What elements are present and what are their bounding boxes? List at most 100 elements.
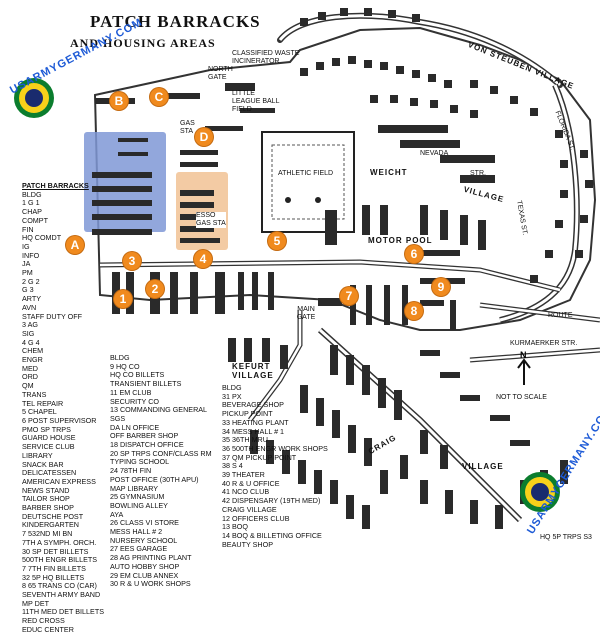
legend-item: CHEM: [22, 346, 44, 356]
legend-item: IG: [22, 241, 30, 251]
legend-item: 1 G 1: [22, 198, 40, 208]
legend-item: 7TH A SYMPH. ORCH.: [22, 537, 97, 547]
legend-item: BARBER SHOP: [22, 503, 74, 513]
legend-item: 8 65 TRANS Co (CAR): [22, 581, 97, 591]
site-badge-bottom: [520, 472, 560, 512]
legend-item: POST OFFICE (30TH APU): [110, 474, 199, 484]
legend-item: TYPING SCHOOL: [110, 457, 170, 467]
marker-d: D: [195, 128, 213, 146]
legend-item: 27 EES GARAGE: [110, 544, 168, 554]
legend-item: PM: [22, 268, 33, 278]
legend-item: 39 THEATER: [222, 470, 265, 480]
legend-item: DEUTSCHE POST: [22, 511, 84, 521]
legend-item: COMPT: [22, 215, 48, 225]
legend-item: 33 HEATING PLANT: [222, 417, 289, 427]
kurmaerker-label: KURMAERKER STR.: [510, 340, 578, 347]
legend-item: 18 DISPATCH OFFICE: [110, 440, 184, 450]
legend-item: G 3: [22, 285, 34, 295]
legend-item: 42 DISPENSARY (19TH MED): [222, 496, 321, 506]
legend-mid-bldg: BLDG: [110, 353, 130, 362]
legend-item: SGS: [110, 413, 126, 423]
little-league-label: LITTLE LEAGUE BALL FIELD: [232, 90, 280, 113]
legend-item: SNACK BAR: [22, 459, 64, 469]
marker-3: 3: [123, 252, 141, 270]
legend-item: FIN: [22, 224, 34, 234]
legend-item: 40 R & U OFFICE: [222, 478, 280, 488]
legend-item: TRANS: [22, 389, 47, 399]
marker-5: 5: [268, 232, 286, 250]
legend-item: RED CROSS: [22, 616, 65, 626]
legend-item: 29 EM CLUB ANNEX: [110, 570, 179, 580]
legend-item: PICKUP POINT: [222, 409, 273, 419]
legend-item: 34 MESS HALL # 1: [222, 426, 285, 436]
legend-item: 26 CLASS VI STORE: [110, 518, 179, 528]
legend-item: HQ Co BILLETS: [110, 370, 165, 380]
legend-item: 14 BOQ & BILLETING OFFICE: [222, 530, 322, 540]
legend-item: 9 HQ Co: [110, 361, 140, 371]
legend-item: KINDERGARTEN: [22, 520, 79, 530]
legend-item: 24 78TH FIN: [110, 466, 152, 476]
legend-item: AYA: [110, 509, 124, 519]
legend-item: INFO: [22, 250, 40, 260]
legend-item: DELICATESSEN: [22, 468, 77, 478]
base-map: N: [84, 8, 600, 529]
marker-6: 6: [405, 245, 423, 263]
legend-item: DA LN OFFICE: [110, 422, 160, 432]
map-subtitle: AND HOUSING AREAS: [70, 36, 216, 50]
legend-item: 31 PX: [222, 391, 242, 401]
legend-item: 30 SP DET BILLETS: [22, 546, 89, 556]
legend-item: 3 AG: [22, 320, 38, 330]
marker-8: 8: [405, 302, 423, 320]
kefurt-label: KEFURT VILLAGE: [232, 362, 274, 380]
legend-item: AUTO HOBBY SHOP: [110, 561, 180, 571]
marker-2: 2: [146, 280, 164, 298]
legend-item: OFF BARBER SHOP: [110, 431, 179, 441]
legend-item: 37 QM PICKUP POINT: [222, 452, 297, 462]
legend-item: MP DET: [22, 598, 50, 608]
legend-item: 5 CHAPEL: [22, 407, 57, 417]
legend-left-bldg: BLDG: [22, 189, 42, 199]
legend-item: GUARD HOUSE: [22, 433, 76, 443]
legend-item: SEVENTH ARMY BAND: [22, 590, 101, 600]
marker-a: A: [66, 236, 84, 254]
legend-item: 20 SP TRPS CONF/CLASS RM: [110, 448, 212, 458]
legend-item: 13 COMMANDING GENERAL: [110, 405, 208, 415]
marker-b: B: [110, 92, 128, 110]
legend-item: 7 532ND MI BN: [22, 529, 73, 539]
marker-7: 7: [340, 287, 358, 305]
legend-item: ENGR: [22, 355, 43, 365]
legend-item: LIBRARY: [22, 450, 53, 460]
legend-item: ORD: [22, 372, 38, 382]
route-label: ROUTE: [548, 312, 573, 319]
north-gate-label: NORTH GATE: [208, 66, 233, 81]
esso-label: ESSO GAS STA: [196, 212, 226, 228]
legend-item: SERVICE CLUB: [22, 442, 75, 452]
legend-item: SIG: [22, 328, 35, 338]
legend-item: 2 G 2: [22, 276, 40, 286]
marker-9: 9: [432, 278, 450, 296]
legend-item: TAILOR SHOP: [22, 494, 70, 504]
legend-item: TRANSIENT BILLETS: [110, 379, 182, 389]
legend-item: TEL REPAIR: [22, 398, 64, 408]
classified-label: CLASSIFIED WASTE INCINERATOR: [232, 50, 300, 65]
hq-label: HQ 5P TRPS S3: [540, 534, 592, 541]
legend-item: 35 36TH MRU: [222, 435, 268, 445]
legend-item: 7 7TH FIN BILLETS: [22, 563, 86, 573]
legend-item: AVN: [22, 302, 37, 312]
str-label: STR.: [470, 170, 486, 177]
legend-item: 32 5P HQ BILLETS: [22, 572, 85, 582]
legend-item: CRAIG VILLAGE: [222, 504, 277, 514]
not-to-scale-label: NOT TO SCALE: [496, 394, 547, 401]
marker-4: 4: [194, 250, 212, 268]
legend-item: 38 S 4: [222, 461, 243, 471]
legend-item: 36 500TH ENGR WORK SHOPS: [222, 443, 328, 453]
svg-text:N: N: [520, 350, 527, 360]
map-title: PATCH BARRACKS: [90, 12, 261, 31]
legend-item: PMO SP TRPS: [22, 424, 71, 434]
legend-item: 11TH MED DET BILLETS: [22, 607, 105, 617]
legend-item: 28 AG PRINTING PLANT: [110, 553, 192, 563]
legend-item: 6 POST SUPERVISOR: [22, 415, 97, 425]
